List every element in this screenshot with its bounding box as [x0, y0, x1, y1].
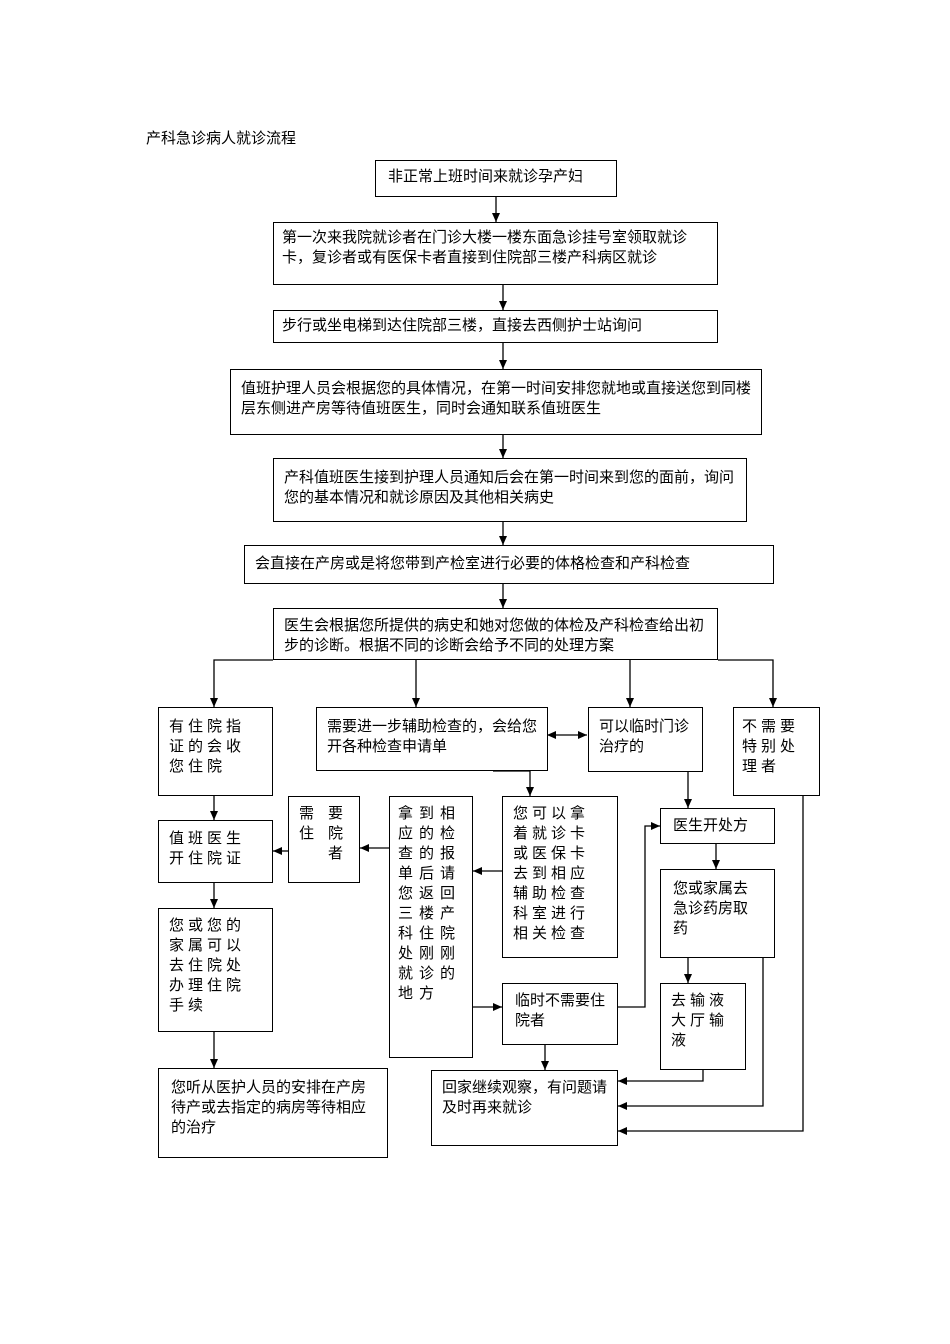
box-outpatient: 可以临时门诊治疗的	[588, 707, 703, 772]
box-infusion: 去输液大厅输液	[660, 983, 746, 1070]
box-doctor: 产科值班医生接到护理人员通知后会在第一时间来到您的面前，询问您的基本情况和就诊原…	[273, 458, 747, 522]
box-procedures: 您或您的家属可以去住院处办理住院手续	[158, 908, 273, 1032]
arrow-infusion-home	[618, 1070, 704, 1085]
arrow-notreat-home	[618, 796, 804, 1135]
arrow-further-goexam	[493, 770, 534, 796]
box-go-exam: 您可以拿着就诊卡或医保卡去到相应辅助检查科室进行相关检查	[502, 796, 618, 958]
vcol: 到的的后返楼住刚诊方	[419, 804, 435, 1002]
vcol: 拿应查单您三科处就地	[398, 804, 414, 1002]
box-return-report: 拿应查单您三科处就地 到的的后返楼住刚诊方 相检报请回产院刚的	[389, 796, 473, 1058]
vcol: 要院者	[328, 804, 344, 862]
box-further-exam: 需要进一步辅助检查的，会给您开各种检查申请单	[316, 707, 548, 771]
box-prescribe: 医生开处方	[660, 808, 775, 844]
box-go-home: 回家继续观察，有问题请及时再来就诊	[431, 1070, 618, 1146]
page-title: 产科急诊病人就诊流程	[146, 129, 297, 147]
arrow-pharmacy-home	[618, 958, 764, 1110]
box-start: 非正常上班时间来就诊孕产妇	[375, 160, 617, 197]
box-no-treatment: 不需要特别处理者	[733, 707, 820, 796]
box-follow-nurse: 您听从医护人员的安排在产房待产或去指定的病房等待相应的治疗	[158, 1068, 388, 1158]
box-nurse: 值班护理人员会根据您的具体情况，在第一时间安排您就地或直接送您到同楼层东侧进产房…	[230, 369, 762, 435]
box-admit-cert: 有住院指证的会收您住院	[158, 707, 273, 796]
box-pharmacy: 您或家属去急诊药房取药	[660, 869, 775, 958]
arrow-diagnosis-admit	[210, 659, 273, 707]
box-issue-cert: 值班医生开住院证	[158, 820, 273, 883]
arrow-noadmit-prescribe	[618, 822, 660, 1008]
arrow-diagnosis-notreat	[718, 659, 777, 707]
box-walk: 步行或坐电梯到达住院部三楼，直接去西侧护士站询问	[273, 310, 718, 343]
box-need-admit: 需住 要院者	[288, 796, 360, 883]
box-card: 第一次来我院就诊者在门诊大楼一楼东面急诊挂号室领取就诊卡，复诊者或有医保卡者直接…	[273, 222, 718, 285]
box-diagnosis: 医生会根据您所提供的病史和她对您做的体检及产科检查给出初步的诊断。根据不同的诊断…	[273, 608, 718, 660]
vcol: 需住	[299, 804, 315, 842]
vcol: 相检报请回产院刚的	[440, 804, 456, 982]
box-no-admit: 临时不需要住院者	[502, 983, 618, 1045]
box-exam: 会直接在产房或是将您带到产检室进行必要的体格检查和产科检查	[244, 545, 774, 584]
